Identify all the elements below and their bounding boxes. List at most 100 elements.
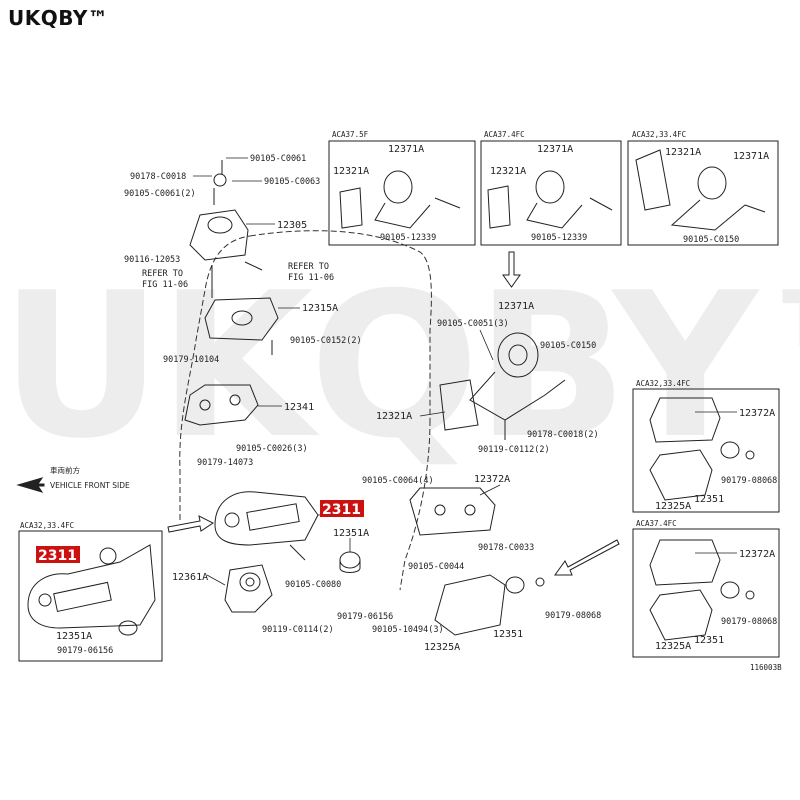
insulator-12361A (224, 564, 273, 613)
bracket-12341 (184, 384, 259, 426)
part-label[interactable]: 12325A (655, 501, 691, 512)
arrow-right-icon (167, 515, 214, 533)
part-label[interactable]: 12371A (498, 301, 534, 312)
part-label[interactable]: 90105-C0061(2) (124, 189, 196, 199)
part-label[interactable]: 90119-C0114(2) (262, 625, 334, 635)
panel-top-3-label: ACA32,33.4FC (632, 130, 686, 139)
panel-top-2-sketch (487, 170, 613, 229)
part-label[interactable]: 12351A (56, 631, 92, 642)
part-label[interactable]: 90179-14073 (197, 458, 253, 468)
part-label[interactable]: 12372A (739, 549, 775, 560)
lh-mount-12371A (439, 332, 566, 440)
panel-top-3 (627, 140, 779, 246)
part-label[interactable]: 12351A (333, 528, 369, 539)
bracket-12372A-center (409, 487, 496, 536)
panel-top-1 (328, 140, 476, 246)
part-label[interactable]: 12325A (655, 641, 691, 652)
part-label[interactable]: 12371A (537, 144, 573, 155)
part-label[interactable]: 90179-06156 (337, 612, 393, 622)
highlight-part-2311-left[interactable]: 2311 (38, 548, 77, 564)
part-label[interactable]: 12371A (733, 151, 769, 162)
panel-headers: ACA37.5F ACA37.4FC ACA32,33.4FC ACA32,33… (20, 130, 690, 530)
part-label[interactable]: 90105-C0026(3) (236, 444, 308, 454)
part-label[interactable]: 12371A (388, 144, 424, 155)
arrows (16, 251, 620, 576)
part-label[interactable]: 12321A (333, 166, 369, 177)
part-label[interactable]: 12341 (284, 402, 314, 413)
engine-outline-dashed (179, 230, 432, 591)
part-label[interactable]: 90178-C0018 (130, 172, 186, 182)
refer-note-1-line2: FIG 11-06 (142, 280, 188, 290)
panel-right-1-sketch (649, 397, 755, 501)
bracket-12315A (204, 261, 279, 355)
part-label[interactable]: 90178-C0018(2) (527, 430, 599, 440)
figure-number: 116003B (750, 663, 782, 672)
part-label[interactable]: 90179-06156 (57, 646, 113, 656)
part-label[interactable]: 90179-10104 (163, 355, 219, 365)
part-label[interactable]: 90179-08068 (721, 617, 777, 627)
panel-left-sketch (27, 544, 156, 636)
highlight-box-left (36, 546, 80, 563)
part-label[interactable]: 12325A (424, 642, 460, 653)
panel-top-1-sketch (339, 170, 461, 229)
stopper-12351A (339, 551, 361, 573)
part-sketches (27, 149, 766, 641)
brand-logo-text: UKQBY™ (8, 6, 109, 30)
part-label[interactable]: 90105-C0152(2) (290, 336, 362, 346)
part-label[interactable]: 90178-C0033 (478, 543, 534, 553)
part-label[interactable]: 12372A (474, 474, 510, 485)
arrow-downleft-icon (554, 539, 620, 576)
part-label[interactable]: 12351 (694, 494, 724, 505)
panel-right-1 (632, 388, 780, 513)
panel-right-1-label: ACA32,33.4FC (636, 379, 690, 388)
highlight-part-2311-main[interactable]: 2311 (322, 502, 361, 518)
upper-mount-12305 (189, 160, 249, 261)
panel-top-3-sketch (635, 149, 766, 231)
vehicle-front-label-en: VEHICLE FRONT SIDE (50, 481, 130, 490)
panel-right-2 (632, 528, 780, 658)
panel-top-2-label: ACA37.4FC (484, 130, 525, 139)
part-label[interactable]: 90105-C0080 (285, 580, 341, 590)
part-label[interactable]: 90105-12339 (531, 233, 587, 243)
panel-top-2 (480, 140, 622, 246)
part-label[interactable]: 90105-10494(3) (372, 625, 444, 635)
part-label[interactable]: 12351 (694, 635, 724, 646)
part-label[interactable]: 12351 (493, 629, 523, 640)
part-label[interactable]: 12372A (739, 408, 775, 419)
panel-right-2-sketch (649, 539, 755, 641)
part-label[interactable]: 90179-08068 (545, 611, 601, 621)
part-label[interactable]: 12305 (277, 220, 307, 231)
part-label[interactable]: 12321A (376, 411, 412, 422)
part-labels: 90105-C0061 90178-C0018 90105-C0063 9010… (56, 144, 777, 656)
part-label[interactable]: 90105-C0061 (250, 154, 306, 164)
panel-left (18, 530, 163, 662)
panel-top-1-label: ACA37.5F (332, 130, 369, 139)
bracket-12325A-center (434, 574, 545, 636)
part-label[interactable]: 90105-C0150 (540, 341, 596, 351)
refer-note-1-line1: REFER TO (142, 269, 183, 279)
vehicle-front-arrow-icon (16, 477, 45, 493)
part-label[interactable]: 90105-C0150 (683, 235, 739, 245)
part-label[interactable]: 90105-C0051(3) (437, 319, 509, 329)
part-label[interactable]: 90179-08068 (721, 476, 777, 486)
part-label[interactable]: 12315A (302, 303, 338, 314)
part-label[interactable]: 90105-C0064(4) (362, 476, 434, 486)
part-label[interactable]: 90119-C0112(2) (478, 445, 550, 455)
refer-note-2-line1: REFER TO (288, 262, 329, 272)
panel-left-label: ACA32,33.4FC (20, 521, 74, 530)
highlight-box-main (320, 500, 364, 517)
part-label[interactable]: 90116-12053 (124, 255, 180, 265)
mount-bracket-2311 (214, 491, 319, 561)
part-label[interactable]: 90105-12339 (380, 233, 436, 243)
part-label[interactable]: 90105-C0063 (264, 177, 320, 187)
part-label[interactable]: 12321A (665, 147, 701, 158)
panel-right-2-label: ACA37.4FC (636, 519, 677, 528)
part-label[interactable]: 12361A (172, 572, 208, 583)
part-label[interactable]: 12321A (490, 166, 526, 177)
panel-frames (18, 140, 780, 662)
arrow-down-icon (502, 251, 521, 288)
vehicle-front-label-cn: 車両前方 (50, 465, 80, 475)
part-label[interactable]: 90105-C0044 (408, 562, 464, 572)
refer-note-2-line2: FIG 11-06 (288, 273, 334, 283)
